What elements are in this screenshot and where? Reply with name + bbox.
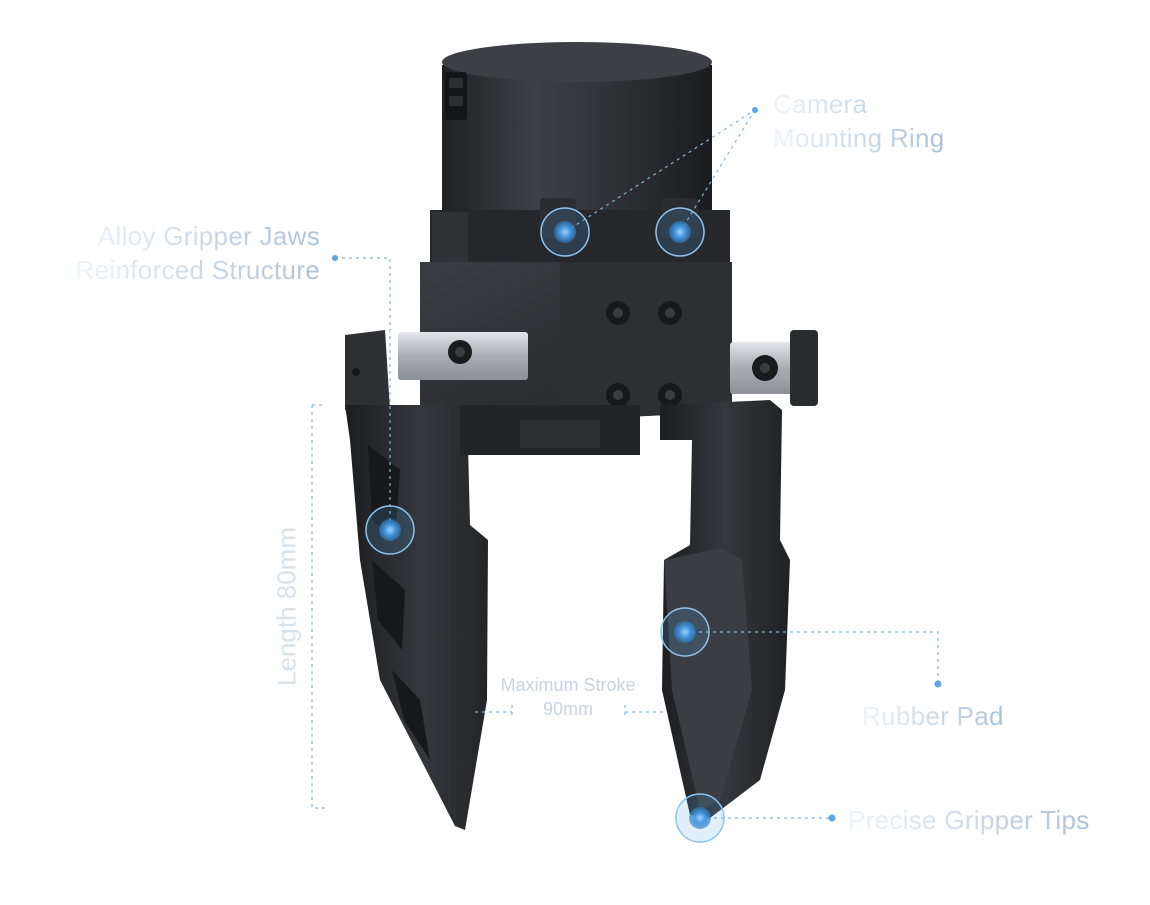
linear-rail	[398, 330, 818, 406]
leader-lines	[311, 109, 939, 819]
stroke-label: Maximum Stroke 90mm	[488, 673, 648, 722]
hotspot-marker-camera-left	[540, 207, 590, 257]
camera-leader-a	[564, 109, 756, 233]
rubber-pad-label: Rubber Pad	[862, 700, 1004, 734]
main-block	[420, 262, 732, 420]
jaws-label: Alloy Gripper Jaws Reinforced Structure	[76, 220, 320, 288]
stroke-left-line	[475, 705, 513, 718]
leader-endpoints	[332, 107, 942, 822]
camera-ring-label: Camera Mounting Ring	[773, 88, 945, 156]
hotspot-marker-rubber-pad	[660, 607, 710, 657]
hotspot-marker-jaws	[365, 505, 415, 555]
right-gripper-jaw	[660, 400, 790, 818]
stroke-label-line2: 90mm	[542, 699, 593, 720]
camera-cylinder	[442, 42, 712, 235]
stroke-right-line	[624, 705, 665, 718]
camera-ring-label-line2: Mounting Ring	[773, 122, 945, 153]
jaws-label-line1: Alloy Gripper Jaws	[97, 221, 320, 251]
hotspot-marker-camera-right	[655, 207, 705, 257]
carriage	[460, 405, 640, 455]
stroke-label-line1: Maximum Stroke	[500, 675, 636, 695]
camera-ring-label-line1: Camera	[773, 89, 868, 119]
length-dimension-line	[311, 404, 326, 809]
hotspot-markers	[365, 207, 725, 843]
hotspot-marker-tips	[675, 793, 725, 843]
rubber-pad-leader	[685, 631, 939, 684]
length-label: Length 80mm	[271, 527, 302, 686]
tips-label: Precise Gripper Tips	[848, 804, 1090, 838]
jaws-label-line2: Reinforced Structure	[75, 254, 320, 285]
left-gripper-jaw	[345, 330, 500, 830]
